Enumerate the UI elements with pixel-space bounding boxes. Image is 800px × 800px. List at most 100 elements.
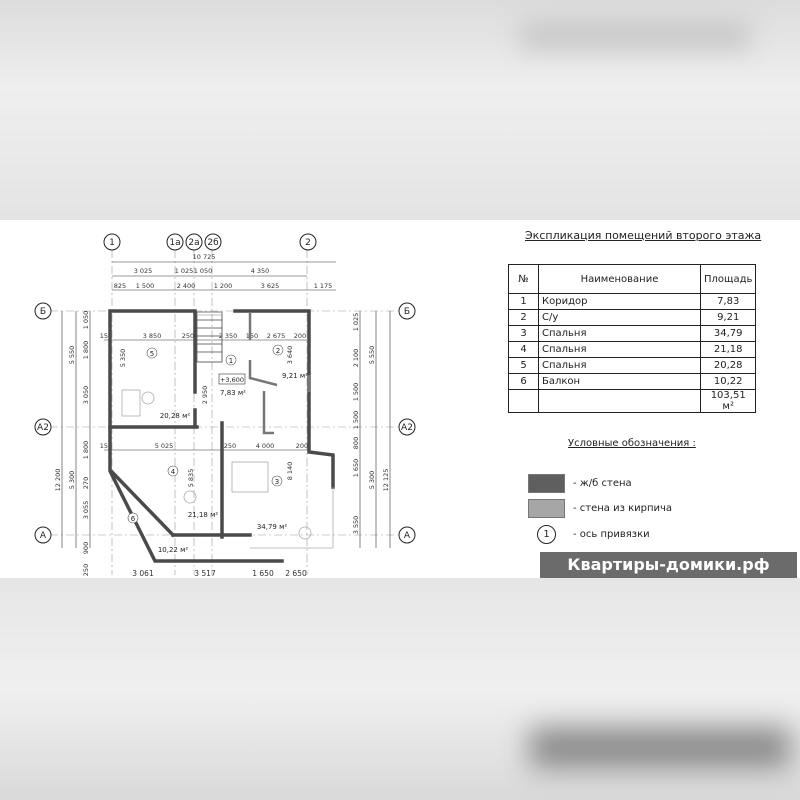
axis-label: 2б: [207, 238, 219, 248]
axis-symbol-icon: 1: [537, 525, 556, 544]
cell-name: Коридор: [538, 293, 701, 310]
dim-text: 1 650: [252, 569, 274, 578]
axis-label: Б: [404, 307, 410, 317]
dim-text: 150: [246, 332, 258, 340]
room-labels: 1 2 3 4 5 6 7,83 м² 9,21 м² 34,79 м² 21,…: [127, 344, 308, 554]
cell-number: 3: [508, 325, 539, 342]
axis-label: 1а: [169, 238, 180, 248]
cell-area: 10,22: [699, 373, 757, 390]
axis-label: 2: [305, 238, 311, 248]
room-area: 20,28 м²: [160, 412, 191, 420]
dim-text: 1 800: [82, 341, 90, 360]
dim-text: 2 100: [352, 349, 360, 368]
table-total-row: 103,51 м²: [508, 389, 757, 413]
axis-lines: [50, 250, 398, 575]
dim-text: 1 500: [352, 383, 360, 402]
dim-text: 5 350: [119, 349, 127, 368]
dim-text: 800: [352, 437, 360, 449]
room-number: 4: [171, 468, 176, 476]
dim-text: 3 640: [286, 346, 294, 365]
dim-text: 12 125: [382, 469, 390, 492]
drawing-sheet: 1 1а 2а 2б 2 Б А2 А Б А2 А 10 725 3 025 …: [0, 220, 800, 578]
dim-text: 3 625: [261, 282, 280, 290]
legend-label: - стена из кирпича: [573, 503, 673, 514]
dim-text: 3 850: [143, 332, 162, 340]
legend-label: - ж/б стена: [573, 478, 632, 489]
dim-text: 12 200: [54, 469, 62, 492]
dim-text: 1 500: [136, 282, 155, 290]
dim-text: 2 350: [219, 332, 238, 340]
dim-text: 3 061: [132, 569, 154, 578]
cell-area: 34,79: [699, 325, 757, 342]
dim-text: 4 000: [256, 442, 275, 450]
dim-text: 1 050: [194, 267, 213, 275]
cell-area: 7,83: [699, 293, 757, 310]
dim-text: 3 517: [194, 569, 216, 578]
axis-label: 2а: [188, 238, 199, 248]
header-number: №: [508, 264, 539, 294]
cell-name: Спальня: [538, 341, 701, 358]
cell-area: 20,28: [699, 357, 757, 374]
dim-text: 900: [82, 542, 90, 554]
room-number: 5: [150, 350, 154, 358]
inner-dimension-texts: 3 850 250 2 350 150 2 675 200 5 025 250 …: [100, 332, 308, 487]
room-area: 21,18 м²: [188, 511, 219, 519]
cell-number: 2: [508, 309, 539, 326]
watermark-logo: Квартиры-домики.рф: [540, 552, 797, 578]
cell-number: 4: [508, 341, 539, 358]
level-mark: +3,600: [220, 376, 244, 384]
dim-text: 8 140: [286, 462, 294, 481]
dim-text: 5 025: [155, 442, 174, 450]
axis-label: А: [404, 531, 411, 541]
room-area: 10,22 м²: [158, 546, 189, 554]
dim-text: 1 200: [214, 282, 233, 290]
room-area: 7,83 м²: [220, 389, 246, 397]
dim-text: 2 675: [267, 332, 286, 340]
blurred-background-top: [0, 0, 800, 220]
header-area: Площадь: [699, 264, 757, 294]
dim-text: 5 550: [368, 346, 376, 365]
cell-name: Балкон: [538, 373, 701, 390]
dim-text: 5 300: [368, 471, 376, 490]
blurred-background-bottom: [0, 578, 800, 800]
dim-text: 200: [296, 442, 308, 450]
axis-label: А2: [401, 423, 413, 433]
cell-number: 6: [508, 373, 539, 390]
dim-text: 3 050: [82, 386, 90, 405]
axis-label: А2: [37, 423, 49, 433]
dim-text: 1 500: [352, 411, 360, 430]
cell-area: 9,21: [699, 309, 757, 326]
stairs: [196, 311, 223, 363]
dim-text: 5 550: [68, 346, 76, 365]
dimension-texts-left: 12 200 5 550 5 300 1 050 1 800 3 050 1 8…: [54, 311, 90, 577]
legend-label: - ось привязки: [573, 529, 650, 540]
dim-text: 3 550: [352, 516, 360, 535]
dim-text: 270: [82, 477, 90, 489]
dim-text: 3 025: [134, 267, 153, 275]
cell-number: 5: [508, 357, 539, 374]
dim-text: 1 025: [175, 267, 194, 275]
explication-title: Экспликация помещений второго этажа: [525, 229, 762, 242]
dim-text: 250: [224, 442, 236, 450]
dim-text: 1 650: [352, 459, 360, 478]
concrete-wall-swatch: [528, 474, 565, 493]
dim-text: 1 050: [82, 311, 90, 330]
dim-text: 3 055: [82, 501, 90, 520]
table-header-row: № Наименование Площадь: [508, 264, 757, 294]
cell-area: 21,18: [699, 341, 757, 358]
dim-text: 2 400: [177, 282, 196, 290]
dim-text: 200: [294, 332, 306, 340]
room-number: 3: [275, 478, 279, 486]
concrete-walls: [108, 309, 335, 563]
cell-name: Спальня: [538, 325, 701, 342]
cell-name: Спальня: [538, 357, 701, 374]
dim-text: 825: [114, 282, 126, 290]
dim-text: 2 650: [285, 569, 307, 578]
dimension-texts-bottom: 3 061 3 517 1 650 2 650: [132, 569, 307, 578]
axis-label: 1: [109, 238, 115, 248]
dimension-texts: 10 725 3 025 1 025 1 050 4 350 825 1 500…: [114, 253, 333, 290]
